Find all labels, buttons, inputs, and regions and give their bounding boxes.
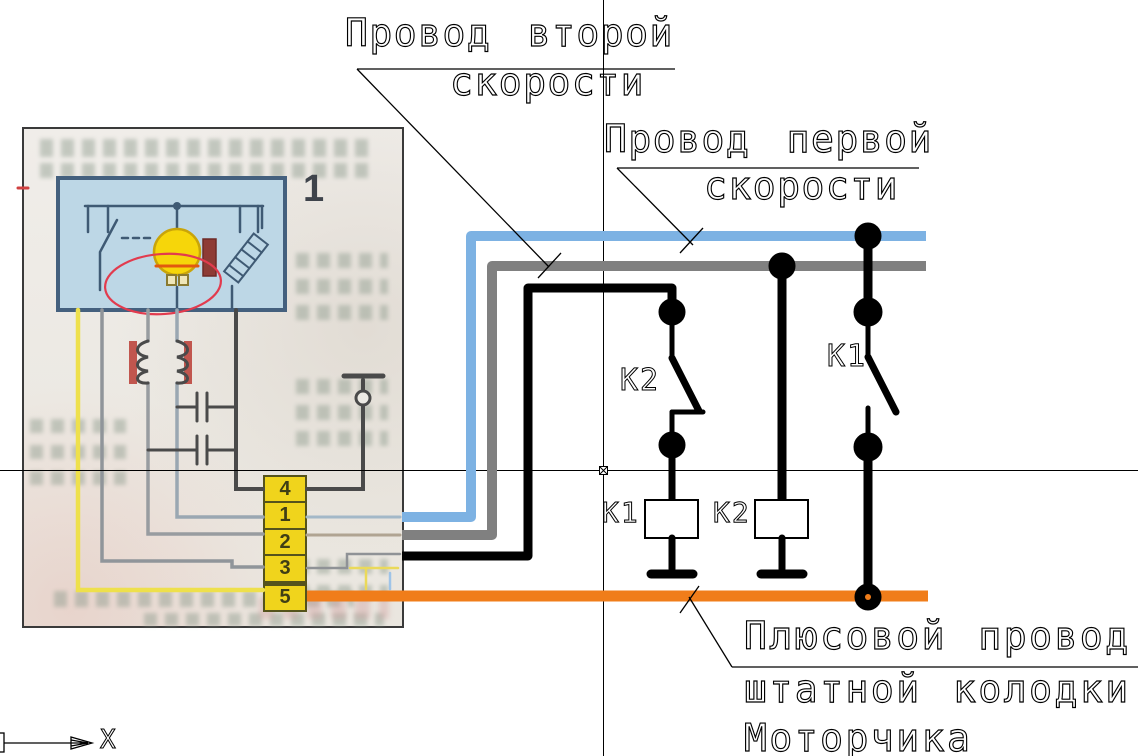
switch-blade-k1	[864, 353, 900, 416]
connector-pin-1: 1	[265, 503, 305, 530]
wire-first-speed	[402, 231, 926, 522]
connector-block: 4 1 2 3 5	[263, 475, 307, 612]
bleedthrough-marks	[144, 613, 384, 626]
label-plus-line2: штатной колодки	[743, 667, 1131, 711]
node	[768, 252, 796, 280]
bleedthrough-marks	[30, 419, 126, 433]
crosshair-marker	[599, 466, 608, 475]
label-x-axis: X	[100, 725, 117, 755]
node	[853, 432, 883, 462]
switch-blade-k2	[668, 354, 703, 415]
scanned-photo[interactable]	[22, 127, 404, 628]
bleedthrough-marks	[30, 471, 126, 485]
node	[853, 297, 883, 327]
label-plus-line1: Плюсовой провод	[743, 614, 1131, 658]
label-wire2-line1: Провод второй	[344, 11, 674, 55]
pin-number: 4	[279, 477, 291, 500]
bleedthrough-marks	[296, 431, 388, 446]
node	[854, 583, 882, 611]
connector-pin-4: 4	[265, 477, 305, 504]
ucs-icon	[0, 732, 95, 753]
node-center	[865, 594, 871, 600]
x-axis-arrow	[70, 736, 95, 750]
bleedthrough-marks	[40, 163, 376, 178]
leader-tick	[679, 585, 700, 614]
leader-wire1	[616, 167, 694, 246]
label-plus-line3: Моторчика	[743, 716, 973, 756]
pin-number: 5	[279, 586, 291, 609]
label-wire2-line2: скорости	[449, 60, 646, 104]
connector-pin-3: 3	[265, 556, 305, 583]
node	[854, 222, 882, 250]
pin-number: 3	[279, 556, 291, 579]
label-switch-k1: К1	[826, 339, 868, 374]
bleedthrough-marks	[40, 139, 370, 157]
label-wire1-line2: скорости	[703, 164, 900, 208]
label-switch-k2: К2	[619, 363, 661, 398]
leader-plus	[688, 596, 733, 668]
leader-tick	[679, 227, 704, 254]
connector-pin-2: 2	[265, 530, 305, 557]
node	[658, 298, 686, 326]
bleedthrough-marks	[296, 305, 388, 320]
label-relay-k1: К1	[602, 496, 640, 529]
branch-k2-contact	[644, 298, 706, 579]
label-wire1-line1: Провод первой	[603, 117, 933, 161]
bleedthrough-marks	[296, 279, 388, 294]
relay-coil-k1-box	[644, 499, 699, 539]
pin-number: 1	[279, 504, 291, 527]
pin-number: 2	[279, 530, 291, 553]
node	[658, 431, 686, 459]
bleedthrough-marks	[296, 253, 388, 268]
bleedthrough-marks	[296, 559, 388, 574]
connector-pin-5: 5	[265, 582, 305, 610]
bleedthrough-marks	[296, 405, 388, 420]
node-center	[865, 233, 871, 239]
photo-ref-number: 1	[303, 168, 325, 210]
branch-k1-contact	[853, 222, 900, 611]
relay-coil-k2-box	[754, 499, 809, 539]
label-relay-k2: К2	[713, 496, 751, 529]
bleedthrough-marks	[296, 379, 388, 394]
wire-second-speed	[402, 261, 926, 540]
leader-tick	[537, 252, 562, 279]
bleedthrough-marks	[30, 445, 126, 459]
branch-k2-coil	[754, 252, 809, 579]
